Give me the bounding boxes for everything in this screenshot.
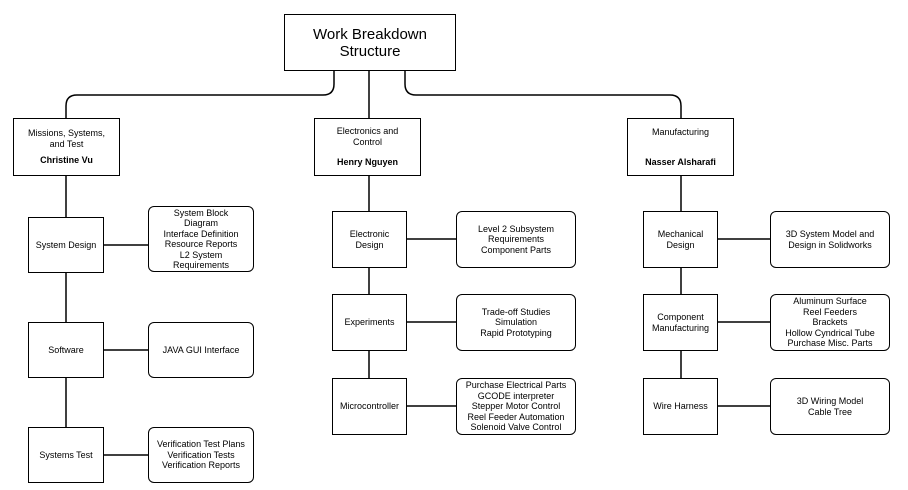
detail-component-manufacturing: Aluminum Surface Reel Feeders Brackets H… <box>770 294 890 351</box>
detail-line: Reel Feeder Automation <box>467 411 565 422</box>
task-label: Electronic <box>349 229 390 239</box>
task-label: Design <box>355 239 384 250</box>
header-title-line: Electronics and <box>336 126 399 137</box>
detail-line: GCODE interpreter <box>477 390 555 401</box>
detail-line: Requirements <box>172 260 230 270</box>
header-title-line: Missions, Systems, <box>27 128 105 139</box>
task-microcontroller: Microcontroller <box>332 378 407 435</box>
column-header-missions: Missions, Systems, and Test Christine Vu <box>13 118 120 176</box>
detail-mechanical-design: 3D System Model and Design in Solidworks <box>770 211 890 268</box>
root-title-line2: Structure <box>339 42 401 60</box>
lead-name: Nasser Alsharafi <box>645 157 716 167</box>
root-node: Work Breakdown Structure <box>284 14 456 71</box>
detail-line: Hollow Cyndrical Tube <box>785 327 875 338</box>
column-header-electronics: Electronics and Control Henry Nguyen <box>314 118 421 176</box>
task-software: Software <box>28 322 104 378</box>
detail-line: JAVA GUI Interface <box>162 344 240 355</box>
lead-name: Christine Vu <box>40 155 93 166</box>
task-label: Mechanical <box>657 229 704 239</box>
detail-line: Component Parts <box>480 244 552 255</box>
detail-experiments: Trade-off Studies Simulation Rapid Proto… <box>456 294 576 351</box>
detail-line: 3D System Model and <box>785 229 875 239</box>
task-systems-test: Systems Test <box>28 427 104 483</box>
root-title-line1: Work Breakdown <box>313 25 427 43</box>
task-label: Design <box>666 239 695 250</box>
detail-line: Simulation <box>494 317 538 328</box>
header-title-line: Manufacturing <box>651 126 710 137</box>
task-label: Manufacturing <box>651 322 710 333</box>
detail-line: Cable Tree <box>807 406 853 417</box>
detail-line: Verification Tests <box>167 449 235 460</box>
detail-electronic-design: Level 2 Subsystem Requirements Component… <box>456 211 576 268</box>
header-title-line: Control <box>352 136 382 147</box>
detail-line: Design in Solidworks <box>788 239 872 250</box>
task-experiments: Experiments <box>332 294 407 351</box>
detail-line: Purchase Misc. Parts <box>787 338 873 349</box>
detail-line: Reel Feeders <box>802 306 858 317</box>
detail-software: JAVA GUI Interface <box>148 322 254 378</box>
detail-line: Diagram <box>183 218 218 228</box>
task-wire-harness: Wire Harness <box>643 378 718 435</box>
column-header-manufacturing: Manufacturing Nasser Alsharafi <box>627 118 734 176</box>
detail-line: Aluminum Surface <box>793 296 867 307</box>
detail-line: Verification Test Plans <box>157 439 245 450</box>
detail-line: System Block <box>173 207 229 218</box>
task-electronic-design: Electronic Design <box>332 211 407 268</box>
detail-system-design: System Block Diagram Interface Definitio… <box>148 206 254 272</box>
task-label: Wire Harness <box>653 401 708 412</box>
detail-line: Solenoid Valve Control <box>470 422 562 433</box>
detail-microcontroller: Purchase Electrical Parts GCODE interpre… <box>456 378 576 435</box>
task-mechanical-design: Mechanical Design <box>643 211 718 268</box>
task-label: Experiments <box>344 317 395 328</box>
detail-line: Purchase Electrical Parts <box>465 380 567 391</box>
task-label: Systems Test <box>39 449 93 460</box>
task-label: Component <box>657 312 704 322</box>
task-label: System Design <box>35 239 97 250</box>
detail-line: Verification Reports <box>161 460 241 471</box>
detail-line: L2 System <box>179 249 223 260</box>
task-system-design: System Design <box>28 217 104 273</box>
detail-line: Trade-off Studies <box>481 306 551 317</box>
task-label: Software <box>48 344 84 355</box>
detail-line: 3D Wiring Model <box>796 396 864 406</box>
detail-wire-harness: 3D Wiring Model Cable Tree <box>770 378 890 435</box>
detail-line: Requirements <box>487 234 545 245</box>
detail-line: Interface Definition <box>163 228 239 239</box>
detail-line: Level 2 Subsystem <box>477 223 555 234</box>
task-component-manufacturing: Component Manufacturing <box>643 294 718 351</box>
lead-name: Henry Nguyen <box>336 157 398 168</box>
detail-line: Resource Reports <box>164 239 238 249</box>
detail-line: Stepper Motor Control <box>471 401 561 412</box>
detail-line: Brackets <box>812 317 848 328</box>
header-title-line: and Test <box>49 138 84 149</box>
detail-line: Rapid Prototyping <box>480 327 552 338</box>
detail-systems-test: Verification Test Plans Verification Tes… <box>148 427 254 483</box>
task-label: Microcontroller <box>339 401 399 412</box>
